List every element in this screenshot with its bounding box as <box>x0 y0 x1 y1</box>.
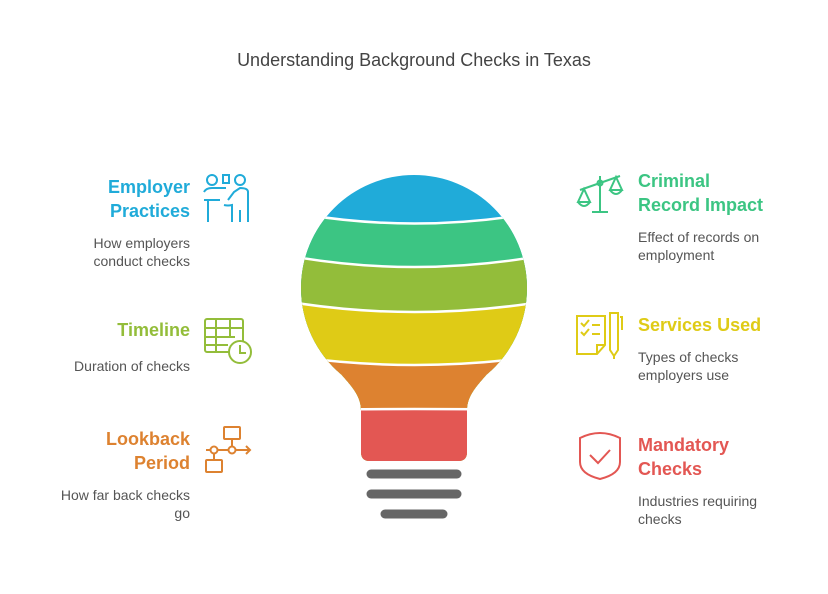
shield-check-icon <box>579 432 621 481</box>
timeline-desc: Duration of checks <box>74 358 190 374</box>
services-used-title: Services Used <box>638 315 762 335</box>
scales-icon <box>576 174 624 213</box>
bulb-segment-mandatory <box>301 409 527 461</box>
timeline-title: Timeline <box>117 320 190 340</box>
calendar-clock-icon <box>204 318 252 364</box>
flowchart-icon <box>205 426 252 473</box>
presenter-icon <box>203 174 249 222</box>
diagram-title: Understanding Background Checks in Texas <box>237 50 591 70</box>
checklist-pen-icon <box>576 312 623 359</box>
bulb-base <box>366 469 462 519</box>
